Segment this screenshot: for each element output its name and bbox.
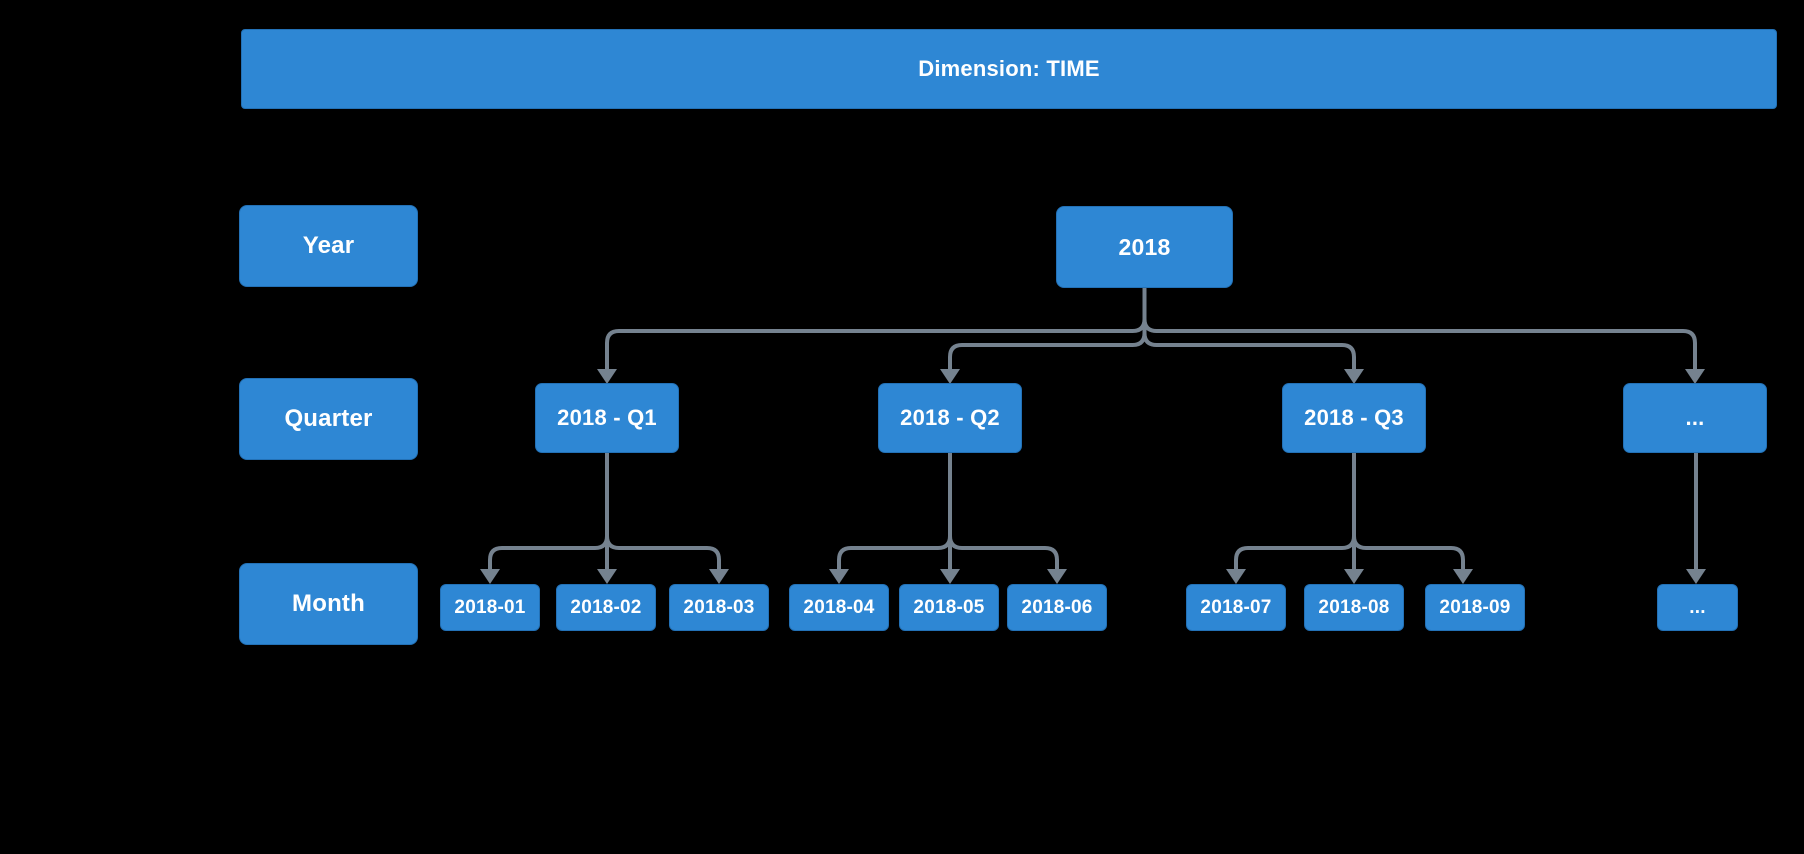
arrowhead-m03 [709, 569, 729, 584]
node-quarter-more: ... [1623, 383, 1767, 453]
node-month-2018-08: 2018-08 [1304, 584, 1404, 631]
arrowhead-m02 [597, 569, 617, 584]
arrowhead-q3 [1344, 369, 1364, 384]
level-label-month-text: Month [292, 590, 365, 617]
arrowhead-m05 [940, 569, 960, 584]
node-quarter-q2: 2018 - Q2 [878, 383, 1022, 453]
node-month-2018-06: 2018-06 [1007, 584, 1107, 631]
node-month-2018-05-text: 2018-05 [913, 596, 985, 618]
node-month-2018-01: 2018-01 [440, 584, 540, 631]
arrowhead-m06 [1047, 569, 1067, 584]
edge-q2-to-m04 [837, 453, 952, 569]
node-month-more-text: ... [1689, 596, 1706, 618]
node-quarter-q3-text: 2018 - Q3 [1304, 405, 1404, 430]
arrowhead-m07 [1226, 569, 1246, 584]
node-month-2018-06-text: 2018-06 [1021, 596, 1093, 618]
arrowhead-m01 [480, 569, 500, 584]
node-quarter-more-text: ... [1685, 405, 1705, 430]
node-month-more: ... [1657, 584, 1738, 631]
edge-q1-to-m03 [605, 453, 721, 569]
arrowhead-q2 [940, 369, 960, 384]
node-month-2018-04-text: 2018-04 [803, 596, 875, 618]
level-label-quarter-text: Quarter [284, 405, 373, 432]
node-year-2018-text: 2018 [1118, 233, 1171, 260]
arrowhead-m04 [829, 569, 849, 584]
node-quarter-q1: 2018 - Q1 [535, 383, 679, 453]
arrowhead-m08 [1344, 569, 1364, 584]
node-quarter-q3: 2018 - Q3 [1282, 383, 1426, 453]
node-month-2018-09: 2018-09 [1425, 584, 1525, 631]
edge-q3-to-m07 [1234, 453, 1356, 569]
node-quarter-q1-text: 2018 - Q1 [557, 405, 657, 430]
node-month-2018-03: 2018-03 [669, 584, 769, 631]
edge-2018-to-q3 [1142, 288, 1356, 369]
node-month-2018-02-text: 2018-02 [570, 596, 642, 618]
level-label-month: Month [239, 563, 418, 645]
level-label-year: Year [239, 205, 418, 287]
node-month-2018-08-text: 2018-08 [1318, 596, 1390, 618]
node-month-2018-05: 2018-05 [899, 584, 999, 631]
dimension-title-text: Dimension: TIME [918, 56, 1100, 81]
node-month-2018-01-text: 2018-01 [454, 596, 526, 618]
node-month-2018-03-text: 2018-03 [683, 596, 755, 618]
arrowhead-q1 [597, 369, 617, 384]
dimension-title-banner: Dimension: TIME [241, 29, 1777, 109]
edge-q2-to-m06 [948, 453, 1059, 569]
node-month-2018-04: 2018-04 [789, 584, 889, 631]
edge-2018-to-q1 [605, 288, 1147, 369]
node-quarter-q2-text: 2018 - Q2 [900, 405, 1000, 430]
node-year-2018: 2018 [1056, 206, 1233, 288]
edge-2018-to-q2 [948, 288, 1147, 369]
node-month-2018-09-text: 2018-09 [1439, 596, 1511, 618]
edge-q3-to-m09 [1352, 453, 1465, 569]
node-month-2018-07-text: 2018-07 [1200, 596, 1272, 618]
edge-2018-to-q-more [1142, 288, 1697, 369]
arrowhead-q-more [1685, 369, 1705, 384]
edge-q1-to-m01 [488, 453, 609, 569]
level-label-year-text: Year [302, 232, 355, 259]
arrowhead-m-more [1686, 569, 1706, 584]
node-month-2018-07: 2018-07 [1186, 584, 1286, 631]
level-label-quarter: Quarter [239, 378, 418, 460]
arrowhead-m09 [1453, 569, 1473, 584]
node-month-2018-02: 2018-02 [556, 584, 656, 631]
